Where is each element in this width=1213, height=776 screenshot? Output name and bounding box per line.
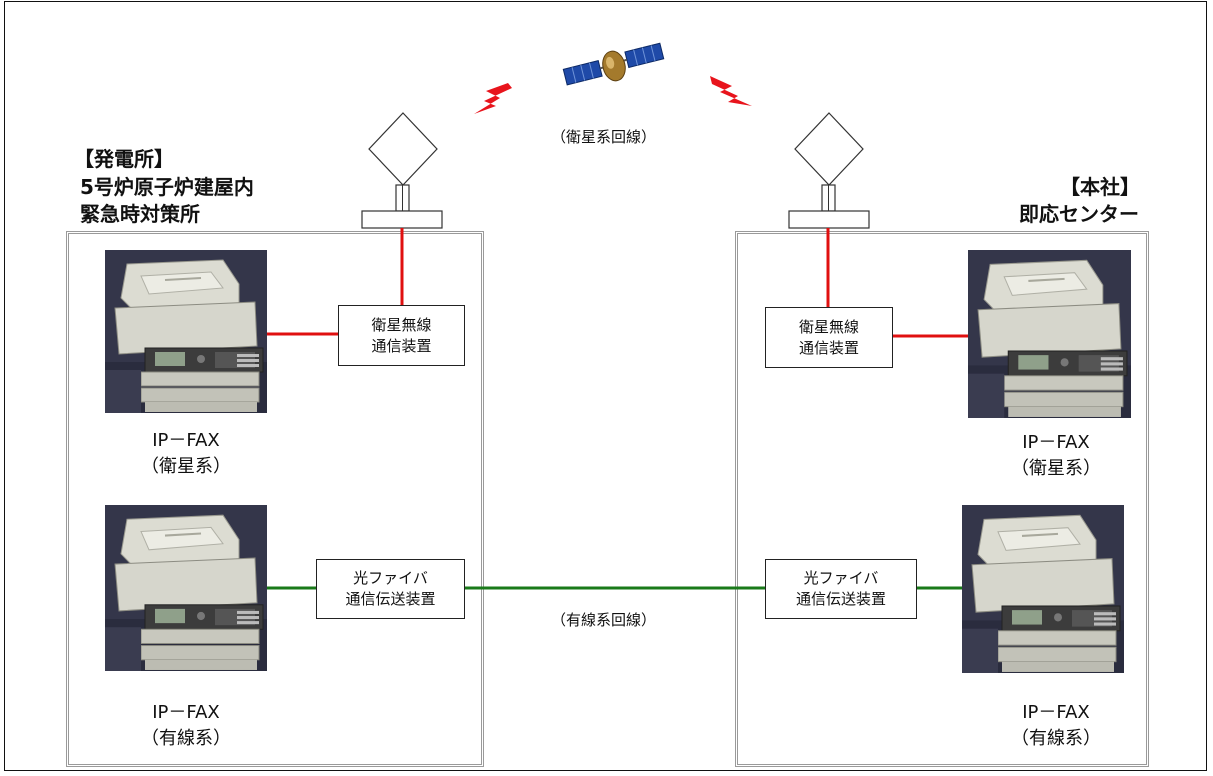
hq-fax-satellite-caption: IP－FAX （衛星系）	[976, 430, 1136, 482]
device-label: 通信装置	[371, 336, 432, 355]
plant-title-line-3: 緊急時対策所	[80, 202, 200, 226]
lightning-icon	[474, 83, 512, 114]
diagram-frame	[4, 1, 1207, 771]
device-label: 衛星無線	[371, 315, 432, 334]
fax-type-label: （衛星系）	[1011, 458, 1101, 479]
device-label: 衛星無線	[798, 317, 859, 336]
hq-fiber-transmission-box: 光ファイバ 通信伝送装置	[765, 559, 917, 619]
wired-link-label: （有線系回線）	[551, 611, 657, 629]
plant-fax-wired-caption: IP－FAX （有線系）	[106, 700, 266, 752]
fax-label: IP－FAX	[1022, 702, 1090, 723]
plant-title-line-2: 5号炉原子炉建屋内	[80, 175, 254, 199]
plant-site-box	[66, 231, 484, 767]
fax-label: IP－FAX	[152, 430, 220, 451]
fax-type-label: （有線系）	[1011, 728, 1101, 749]
satellite-link-lines	[266, 228, 969, 338]
plant-title-line-1: 【発電所】	[74, 147, 174, 171]
hq-satellite-radio-box: 衛星無線 通信装置	[765, 307, 893, 368]
fax-label: IP－FAX	[152, 702, 220, 723]
fax-machine-icon	[105, 250, 267, 413]
hq-title-line-2: 即応センター	[1019, 202, 1139, 226]
fax-machine-icon	[968, 250, 1131, 418]
fax-machine-icon	[962, 505, 1124, 673]
fax-type-label: （有線系）	[141, 728, 231, 749]
plant-satellite-radio-box: 衛星無線 通信装置	[338, 305, 465, 366]
hq-fax-wired-caption: IP－FAX （有線系）	[976, 700, 1136, 752]
plant-fiber-transmission-box: 光ファイバ 通信伝送装置	[316, 559, 465, 619]
antenna-icon	[788, 112, 870, 229]
fax-machine-icon	[105, 505, 267, 671]
device-label: 通信装置	[798, 338, 859, 357]
device-label: 通信伝送装置	[345, 590, 436, 608]
satellite-icon	[562, 42, 665, 86]
plant-fax-satellite-caption: IP－FAX （衛星系）	[106, 428, 266, 480]
device-label: 通信伝送装置	[795, 590, 886, 608]
hq-site-box	[735, 231, 1149, 767]
antenna-icon	[361, 112, 443, 229]
fax-label: IP－FAX	[1022, 432, 1090, 453]
satellite-link-label: （衛星系回線）	[551, 128, 657, 146]
lightning-icon	[710, 76, 752, 106]
device-label: 光ファイバ	[353, 569, 428, 587]
fax-type-label: （衛星系）	[141, 456, 231, 477]
hq-title-line-1: 【本社】	[1060, 175, 1140, 199]
device-label: 光ファイバ	[803, 569, 879, 587]
